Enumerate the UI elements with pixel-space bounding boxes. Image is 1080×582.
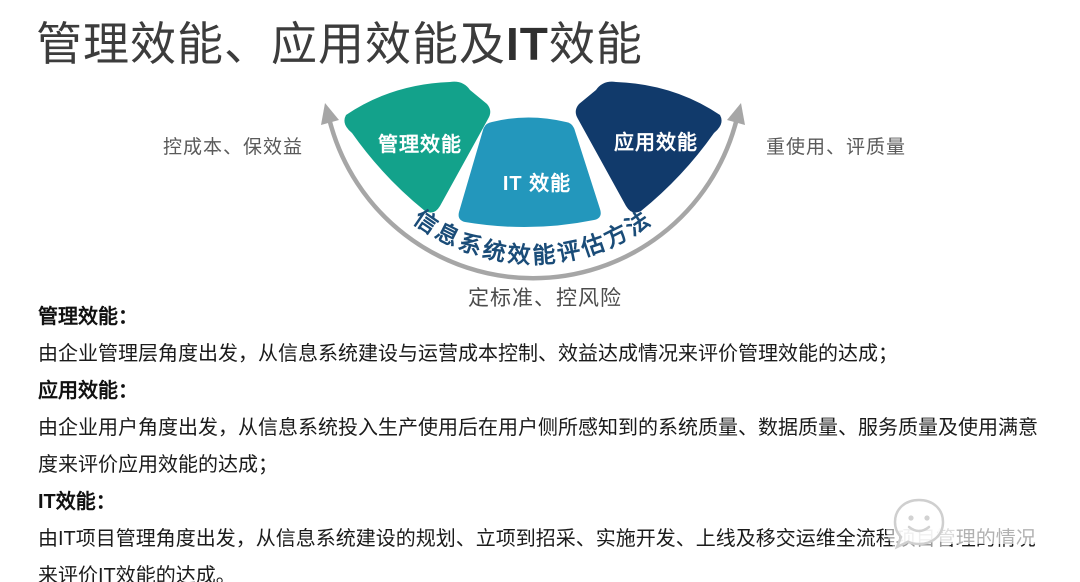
caption-cost-benefit: 控成本、保效益	[163, 137, 304, 158]
caption-usage-quality: 重使用、评质量	[766, 137, 907, 158]
body-text: 管理效能： 由企业管理层角度出发，从信息系统建设与运营成本控制、效益达成情况来评…	[38, 299, 1046, 582]
section-body-management: 由企业管理层角度出发，从信息系统建设与运营成本控制、效益达成情况来评价管理效能的…	[38, 343, 898, 365]
fan-diagram: 信息系统效能评估方法 管理效能 IT 效能 应用效能	[321, 81, 745, 281]
segment-management-label: 管理效能	[378, 132, 462, 156]
evaluation-arc-arrow	[327, 119, 739, 281]
page-title: 管理效能、应用效能及IT效能	[36, 16, 643, 74]
section-heading-management: 管理效能：	[38, 306, 138, 328]
segment-it-shape	[458, 117, 601, 228]
page-title-pre: 管理效能、应用效能及	[36, 18, 506, 70]
section-heading-application: 应用效能：	[38, 380, 138, 402]
segment-it-label: IT 效能	[503, 171, 571, 195]
caption-standard-risk: 定标准、控风险	[468, 287, 622, 310]
segment-application-label: 应用效能	[614, 130, 698, 154]
section-body-it: 由IT项目管理角度出发，从信息系统建设的规划、立项到招采、实施开发、上线及移交运…	[38, 528, 1036, 582]
section-body-application: 由企业用户角度出发，从信息系统投入生产使用后在用户侧所感知到的系统质量、数据质量…	[38, 417, 1038, 476]
segment-application-shape	[575, 81, 722, 213]
arc-arrowhead-left-icon	[321, 103, 339, 125]
segment-management-shape	[344, 81, 491, 213]
section-heading-it: IT效能：	[38, 491, 116, 513]
page-title-post: 效能	[548, 18, 643, 70]
page-title-latin: IT	[506, 18, 549, 70]
arc-arrowhead-right-icon	[727, 103, 745, 125]
